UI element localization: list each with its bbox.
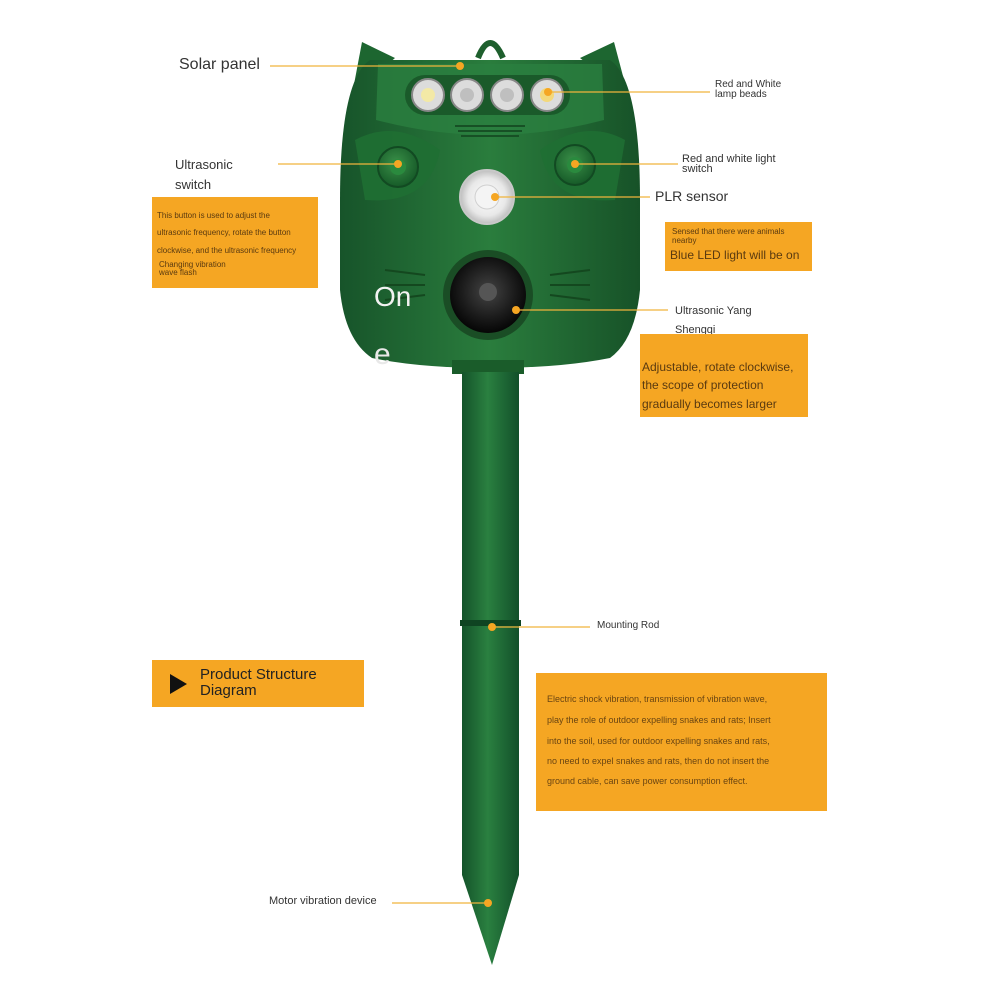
box-plr-sensor-line: Sensed that there were animals: [672, 227, 785, 236]
box-mounting-rod: Electric shock vibration, transmission o…: [536, 673, 827, 811]
label-ultrasonic-yang-line2: Shengqi: [675, 324, 716, 336]
box-plr-sensor-line: nearby: [672, 236, 697, 245]
label-light-switch: Red and white light switch: [682, 153, 776, 175]
label-ultrasonic-switch: Ultrasonic switch: [175, 155, 233, 195]
title-line2: Diagram: [200, 682, 257, 699]
box-mounting-rod-line: play the role of outdoor expelling snake…: [547, 715, 771, 725]
box-ultrasonic-switch-line: clockwise, and the ultrasonic frequency: [157, 246, 297, 255]
box-ultrasonic-yang-line: gradually becomes larger: [642, 397, 777, 411]
box-mounting-rod-line: Electric shock vibration, transmission o…: [547, 694, 768, 704]
label-ultrasonic-yang: Ultrasonic Yang Shengqi: [675, 302, 752, 340]
box-mounting-rod-line: no need to expel snakes and rats, then d…: [547, 756, 770, 766]
dot-speaker: [512, 306, 520, 314]
box-ultrasonic-switch-line: wave flash: [159, 268, 197, 277]
whiskers: [384, 269, 591, 301]
dot-lamp: [544, 88, 552, 96]
dot-ultrasonic-switch: [394, 160, 402, 168]
label-lamp-beads-line1: Red and White: [715, 79, 782, 90]
box-mounting-rod-line: ground cable, can save power consumption…: [547, 776, 748, 786]
on-text: On: [374, 281, 412, 312]
dot-plr: [491, 193, 499, 201]
rod-upper: [462, 372, 519, 622]
e-text: e: [374, 338, 391, 371]
rod-lower-spike: [462, 626, 519, 965]
box-ultrasonic-switch: This button is used to adjust the ultras…: [152, 197, 318, 288]
box-plr-sensor: Sensed that there were animals nearby Bl…: [665, 222, 812, 271]
grille: [455, 125, 525, 137]
dot-solar: [456, 62, 464, 70]
label-ultrasonic-switch-line2: switch: [175, 177, 212, 192]
title-box: Product Structure Diagram: [152, 660, 364, 707]
label-motor-vibration: Motor vibration device: [269, 895, 377, 907]
label-solar-panel: Solar panel: [179, 56, 260, 73]
label-plr-sensor: PLR sensor: [655, 188, 729, 204]
box-ultrasonic-switch-line: This button is used to adjust the: [157, 211, 270, 220]
title-text: Product Structure Diagram: [200, 667, 317, 699]
label-ultrasonic-yang-line1: Ultrasonic Yang: [675, 305, 752, 317]
label-lamp-beads-line2: lamp beads: [715, 89, 767, 100]
box-ultrasonic-yang-line: the scope of protection: [642, 378, 764, 392]
label-lamp-beads: Red and White lamp beads: [715, 80, 781, 100]
dot-rod: [488, 623, 496, 631]
box-ultrasonic-yang-line: Adjustable, rotate clockwise,: [642, 360, 794, 374]
box-ultrasonic-yang: Adjustable, rotate clockwise, the scope …: [640, 334, 808, 417]
neck-connector: [452, 360, 524, 374]
dot-motor: [484, 899, 492, 907]
box-ultrasonic-switch-line: Changing vibration: [159, 260, 226, 269]
box-ultrasonic-switch-line: ultrasonic frequency, rotate the button: [157, 228, 291, 237]
label-light-switch-line1: Red and white light: [682, 153, 776, 165]
title-line1: Product Structure: [200, 666, 317, 683]
play-triangle-icon: [170, 674, 187, 694]
rod-joint: [460, 620, 521, 626]
hook: [475, 40, 506, 60]
label-ultrasonic-switch-line1: Ultrasonic: [175, 157, 233, 172]
label-mounting-rod: Mounting Rod: [597, 620, 660, 631]
label-light-switch-line2: switch: [682, 163, 713, 175]
box-plr-sensor-line: Blue LED light will be on: [670, 248, 800, 262]
box-mounting-rod-line: into the soil, used for outdoor expellin…: [547, 736, 770, 746]
dot-light-switch: [571, 160, 579, 168]
